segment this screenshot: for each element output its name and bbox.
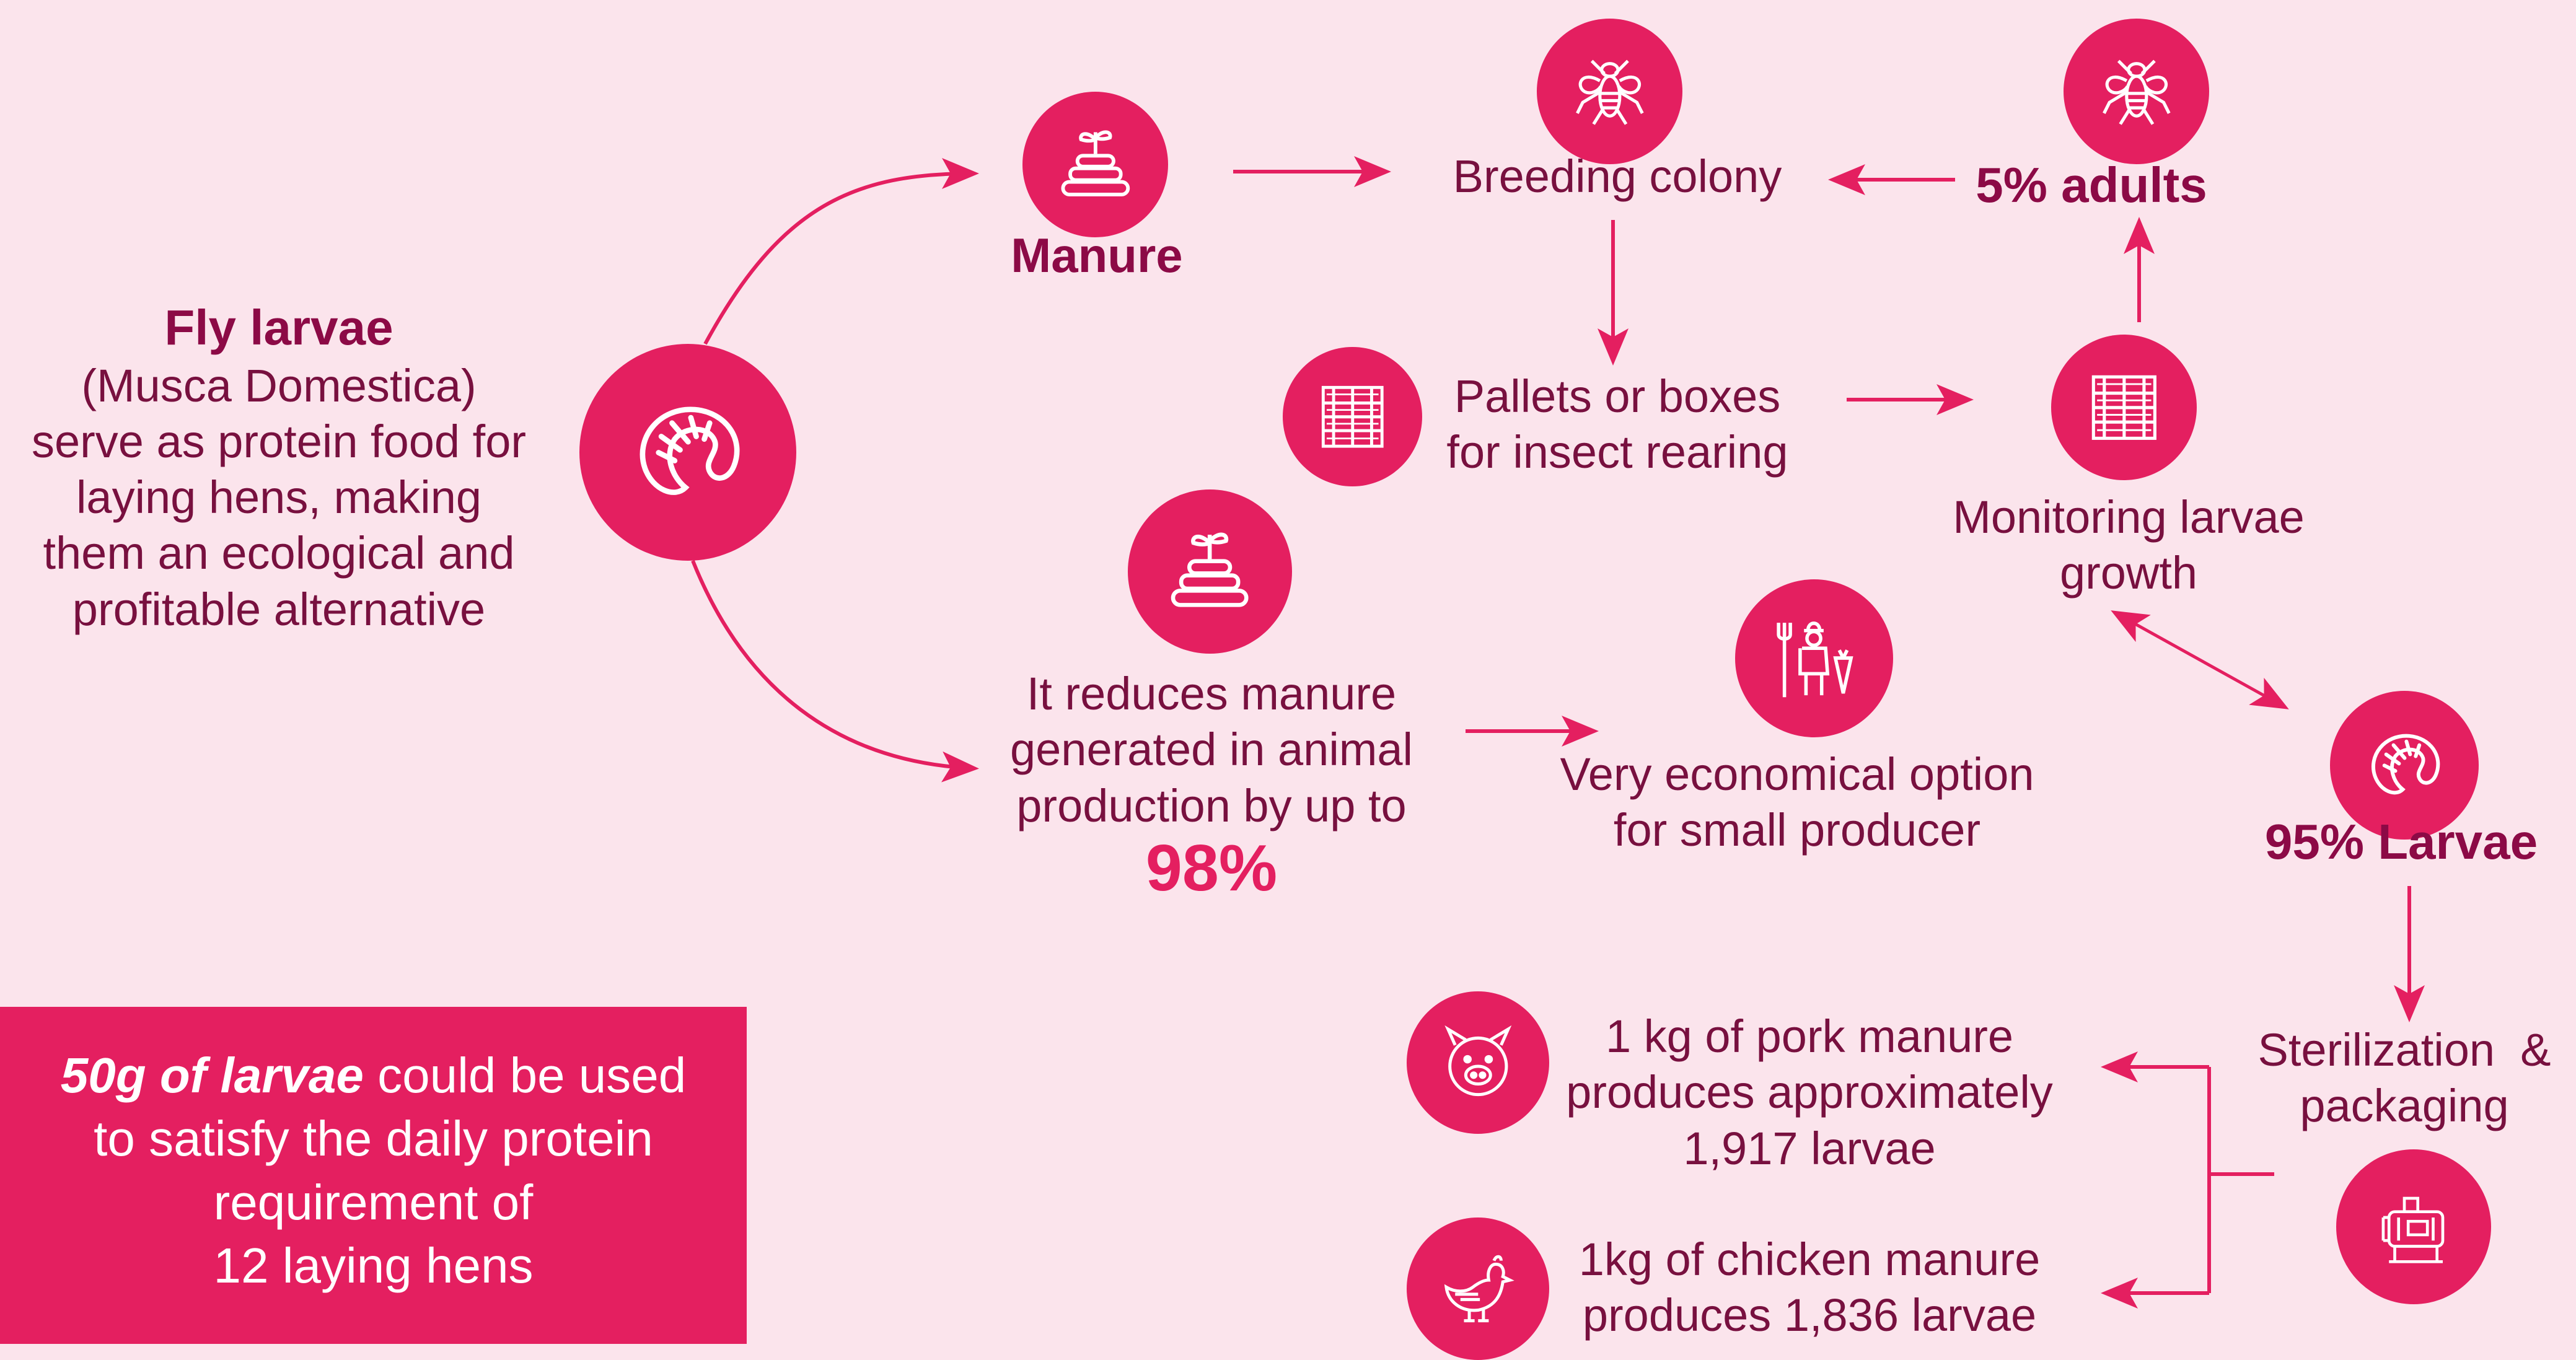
breeding-colony-label: Breeding colony (1453, 151, 1782, 202)
box-emphasis: 50g of larvae (60, 1048, 364, 1103)
reduces-label: It reduces manure generated in animal pr… (979, 666, 1444, 903)
fly-circle-breeding (1537, 19, 1682, 164)
box-first-rest: could be used (363, 1048, 687, 1103)
larva-circle (579, 344, 796, 561)
arrow-sterilization-split (2207, 1067, 2274, 1293)
reduces-line: It reduces manure (1026, 668, 1397, 719)
larva-circle-95 (2330, 691, 2479, 840)
reduces-line: production by up to (1016, 779, 1407, 831)
fly-icon (1575, 59, 1644, 125)
reduces-percentage: 98% (1145, 831, 1278, 905)
pork-line: 1,917 larvae (1683, 1122, 1936, 1174)
pallets-line: Pallets or boxes (1454, 371, 1781, 422)
manure-label: Manure (1011, 228, 1183, 283)
box-line: 12 laying hens (213, 1238, 534, 1294)
pallets-line: for insect rearing (1446, 426, 1788, 478)
monitoring-line: growth (2059, 547, 2198, 599)
fly-icon (2102, 59, 2171, 125)
manure-reduction-circle (1128, 489, 1292, 654)
intro-title: Fly larvae (164, 300, 393, 355)
chicken-line: 1kg of chicken manure (1578, 1234, 2041, 1285)
farmer-icon (1777, 621, 1854, 698)
intro-line: laying hens, making (76, 472, 482, 524)
box-line: requirement of (213, 1174, 534, 1230)
fly-circle-adults (2064, 19, 2209, 164)
intro-line: serve as protein food for (32, 415, 526, 467)
chicken-label: 1kg of chicken manure produces 1,836 lar… (1543, 1232, 2076, 1344)
pallet-icon (1321, 385, 1384, 448)
sterilization-line: Sterilization & (2257, 1024, 2551, 1076)
intro-line: them an ecological and (43, 527, 515, 579)
pork-line: 1 kg of pork manure (1605, 1011, 2014, 1062)
pig-circle (1407, 991, 1549, 1134)
sterilization-line: packaging (2300, 1080, 2509, 1132)
intro-text: Fly larvae (Musca Domestica) serve as pr… (0, 297, 558, 638)
pig-icon (1444, 1025, 1511, 1096)
economical-line: for small producer (1613, 804, 1981, 856)
intro-line: profitable alternative (72, 583, 486, 635)
pallets-label: Pallets or boxes for insect rearing (1425, 369, 1809, 481)
chicken-circle (1407, 1217, 1549, 1360)
pallet-icon (2091, 375, 2156, 440)
economical-line: Very economical option (1560, 748, 2034, 800)
manure-pile-icon (1061, 130, 1130, 196)
arrow-larva-to-reduction (691, 559, 979, 783)
adults-label: 5% adults (1976, 157, 2207, 213)
larvae-label: 95% Larvae (2264, 814, 2538, 869)
farmer-circle (1735, 579, 1893, 737)
economical-label: Very economical option for small produce… (1537, 747, 2057, 859)
chicken-line: produces 1,836 larvae (1582, 1289, 2037, 1341)
sterilization-machine-icon (2381, 1196, 2444, 1263)
pallet-circle (1283, 347, 1422, 486)
pork-label: 1 kg of pork manure produces approximate… (1543, 1009, 2076, 1177)
chicken-icon (1444, 1255, 1514, 1322)
manure-pile-icon (1171, 533, 1249, 607)
monitoring-label: Monitoring larvae growth (1921, 489, 2336, 602)
protein-requirement-box: 50g of larvae could be used to satisfy t… (0, 1007, 747, 1344)
arrow-larva-to-manure (703, 158, 979, 345)
box-first-line: 50g of larvae could be used (0, 1044, 747, 1107)
reduces-line: generated in animal (1010, 724, 1413, 776)
larva-icon (640, 406, 739, 495)
monitoring-line: Monitoring larvae (1953, 491, 2305, 543)
manure-circle (1022, 92, 1168, 237)
pork-line: produces approximately (1566, 1066, 2053, 1118)
sterilization-label: Sterilization & packaging (2231, 1022, 2576, 1134)
arrow-monitoring-larvae-double (2111, 610, 2289, 709)
sterilization-circle (2336, 1149, 2491, 1304)
box-line: to satisfy the daily protein (94, 1111, 653, 1167)
intro-line: (Musca Domestica) (81, 359, 477, 411)
pallet-circle-monitoring (2051, 335, 2197, 480)
larva-icon (2371, 734, 2440, 794)
